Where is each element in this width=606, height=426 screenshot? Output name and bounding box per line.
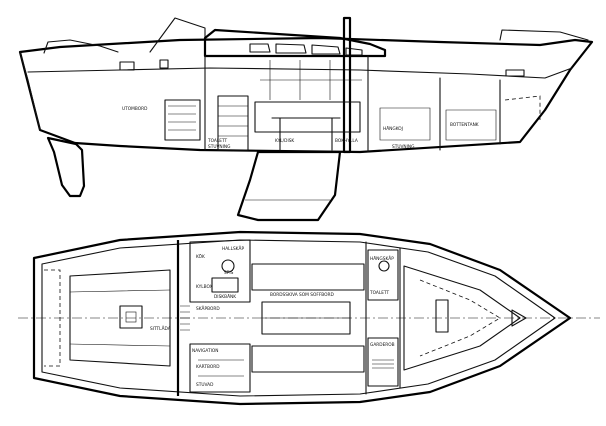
profile-label-utombord: UTOMBORD	[122, 106, 148, 112]
plan-toilet-bowl	[378, 260, 390, 272]
plan-inner-sheer	[41, 239, 556, 397]
profile-label-skans-stuv: STUVNING	[392, 144, 414, 150]
plan-label-stuvad: STUVAD	[196, 382, 214, 388]
plan-settee-port	[251, 345, 365, 373]
plan-label-sittlada: SITTLÅDA	[150, 325, 171, 332]
profile-coachroof	[203, 28, 387, 58]
plan-companionway-steps	[180, 305, 190, 331]
profile-engine-detail	[168, 105, 196, 131]
plan-vee-berth-cushion	[419, 279, 501, 357]
plan-sink	[211, 277, 239, 293]
plan-forehatch	[511, 309, 527, 327]
plan-saloon-table	[261, 301, 351, 335]
profile-aft-hatch	[119, 61, 135, 71]
plan-label-hangskap: HÄNGSKÅP	[370, 255, 394, 262]
plan-label-toalett: TOALETT	[369, 290, 390, 296]
profile-vee-berth	[504, 95, 541, 120]
plan-view: HALLSKÅP KÖK DISKBÄNK SPIS KYLBOX NAVIGA…	[18, 230, 600, 406]
plan-locker-hatch	[372, 359, 394, 369]
plan-settee-stbd	[251, 263, 365, 291]
profile-galley-drawers	[218, 105, 248, 137]
profile-pushpit	[43, 39, 119, 54]
profile-window-4	[345, 47, 363, 56]
plan-label-kartbord: KARTBORD	[196, 364, 220, 370]
plan-hanging-locker	[367, 337, 399, 387]
profile-label-bokhylla: BOKHYLLA	[335, 138, 358, 144]
profile-engine	[164, 99, 201, 141]
profile-label-hangkoj: HÄNGKOJ	[383, 125, 403, 132]
profile-dodger	[149, 17, 206, 53]
profile-window-2	[275, 43, 307, 54]
profile-hull-sheer	[18, 36, 594, 154]
plan-hull-outline	[32, 230, 572, 406]
plan-label-garderob: GARDEROB	[370, 342, 395, 348]
profile-transom	[19, 51, 41, 131]
plan-galley	[189, 239, 251, 303]
plan-vee-berth	[403, 265, 521, 371]
plan-stove-burner	[221, 259, 235, 273]
profile-label-kyl: KYL/DISK	[275, 138, 294, 144]
profile-label-toilet: TOALETT	[207, 138, 228, 144]
plan-label-kylbox: KYLBOX	[196, 284, 213, 290]
plan-cockpit	[69, 269, 171, 367]
profile-window-3	[311, 44, 341, 55]
plan-label-hallskap: HALLSKÅP	[222, 245, 244, 252]
plan-label-diskbank: DISKBÄNK	[214, 293, 236, 300]
plan-label-bordsskiva: BORDSSKIVA SOM SOFFBORD	[270, 292, 335, 298]
profile-label-stuvning: STUVNING	[208, 144, 230, 150]
plan-cockpit-hatch	[119, 305, 143, 329]
profile-table	[271, 117, 341, 151]
plan-cockpit-hatch-inner	[125, 311, 137, 323]
plan-label-navigation: NAVIGATION	[192, 348, 219, 354]
plan-label-spis: SPIS	[224, 270, 234, 276]
profile-window-1	[249, 43, 271, 53]
profile-bow-fitting	[505, 69, 525, 77]
plan-filler	[435, 299, 449, 333]
profile-keel	[236, 150, 342, 222]
profile-rudder	[46, 136, 86, 198]
profile-settee	[254, 101, 361, 133]
plan-head	[367, 249, 399, 301]
profile-view: TOALETT STUVNING KYL/DISK BOKHYLLA HÄNGK…	[18, 16, 594, 222]
profile-fwd-shelves	[379, 107, 497, 141]
plan-transom-shelf	[44, 269, 61, 367]
plan-label-skolvbord: SKÅPBORD	[196, 305, 220, 312]
profile-winch	[159, 59, 169, 69]
plan-chart-detail	[198, 359, 244, 377]
plan-cockpit-seats	[69, 289, 171, 347]
profile-mast	[342, 16, 352, 154]
profile-galley-block	[217, 95, 249, 151]
profile-bow-pulpit	[499, 29, 589, 41]
plan-chart-table	[189, 343, 251, 393]
plan-label-kok: KÖK	[196, 253, 205, 260]
profile-settee-lines	[260, 60, 362, 100]
profile-label-bottentank: BOTTENTANK	[450, 122, 479, 128]
